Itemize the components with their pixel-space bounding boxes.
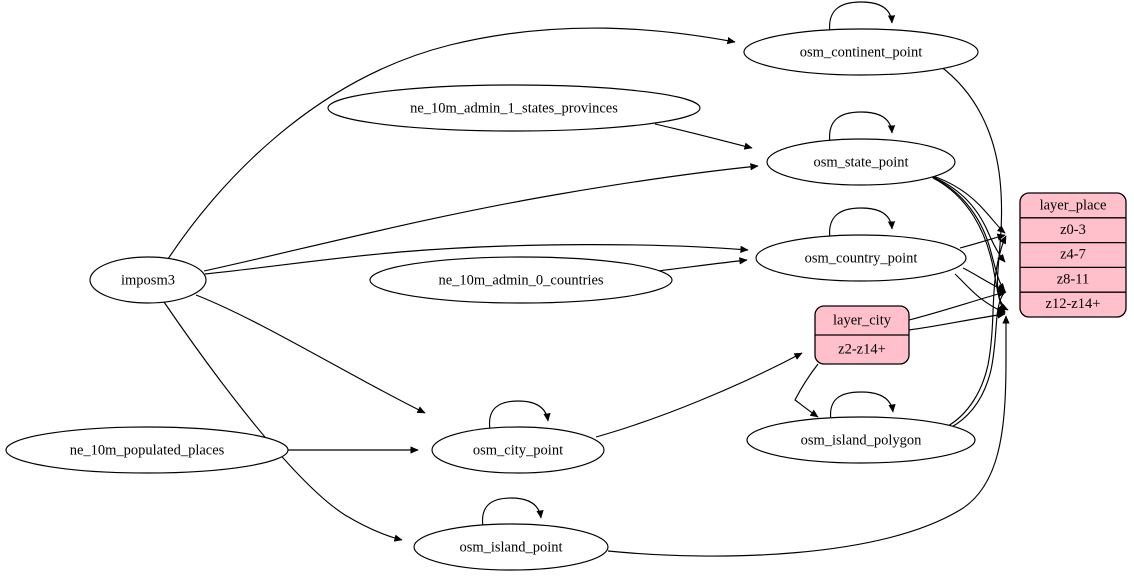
node-ne_10m_admin_1_states_provinces[interactable]: ne_10m_admin_1_states_provinces [327, 84, 701, 132]
node-label-osm_continent_point: osm_continent_point [800, 44, 922, 60]
edge-selfloop-osm_continent_point [829, 1, 896, 34]
node-imposm3[interactable]: imposm3 [89, 256, 207, 304]
edge-imposm3-to-osm_country_point [204, 244, 749, 275]
edge-selfloop-osm_island_polygon [829, 391, 896, 422]
record-layer_city-title: layer_city [833, 312, 892, 328]
edge-ne_states-to-osm_state_point [654, 123, 753, 150]
node-label-ne_10m_admin_0_countries: ne_10m_admin_0_countries [438, 272, 603, 288]
node-osm_island_point[interactable]: osm_island_point [413, 523, 609, 571]
node-label-imposm3: imposm3 [121, 272, 175, 288]
record-layer_city[interactable]: layer_city z2-z14+ [814, 305, 910, 365]
edge-osm_island_polygon-to-layer_place-z0_3 [947, 235, 1007, 427]
node-ne_10m_populated_places[interactable]: ne_10m_populated_places [5, 426, 289, 474]
node-label-osm_island_polygon: osm_island_polygon [801, 432, 923, 448]
record-layer_place-row-z12-z14[interactable]: z12-z14+ [1046, 296, 1101, 312]
edge-osm_state_point-to-layer_place-z12 [932, 177, 1006, 313]
edge-osm_island_point-to-layer_place-z12 [607, 315, 1010, 557]
node-osm_city_point[interactable]: osm_city_point [431, 426, 605, 474]
record-layer_place-row-z8-11[interactable]: z8-11 [1057, 271, 1089, 287]
edge-selfloop-osm_island_point [481, 497, 544, 528]
edge-osm_city_point-to-layer_city-z2 [595, 352, 803, 438]
edge-selfloop-osm_country_point [829, 207, 896, 240]
node-label-ne_10m_admin_1_states_provinces: ne_10m_admin_1_states_provinces [410, 100, 618, 116]
edge-layer [163, 1, 1010, 557]
edge-osm_country_point-to-layer_place-z0_3 [959, 233, 1006, 249]
edge-selfloop-osm_state_point [829, 111, 896, 144]
node-osm_state_point[interactable]: osm_state_point [766, 138, 956, 186]
edge-imposm3-to-osm_continent_point [167, 27, 736, 260]
edge-layer_city-to-layer_place-z12 [908, 311, 1006, 331]
edge-osm_state_point-to-layer_place-z0_3 [929, 174, 1006, 234]
node-layer: imposm3 ne_10m_admin_1_states_provinces … [5, 28, 979, 571]
node-osm_country_point[interactable]: osm_country_point [755, 234, 967, 282]
node-label-osm_state_point: osm_state_point [813, 154, 908, 170]
edge-osm_island_polygon-to-layer_place-z8_11 [949, 288, 1007, 429]
edge-imposm3-to-osm_state_point [203, 163, 759, 272]
record-layer_place[interactable]: layer_place z0-3 z4-7 z8-11 z12-z14+ [1019, 192, 1127, 318]
node-osm_continent_point[interactable]: osm_continent_point [743, 28, 979, 76]
record-layer: layer_place z0-3 z4-7 z8-11 z12-z14+ lay… [814, 192, 1127, 365]
node-label-osm_city_point: osm_city_point [473, 442, 563, 458]
record-layer_city-row-z2-z14[interactable]: z2-z14+ [838, 341, 886, 357]
edge-selfloop-osm_city_point [488, 400, 551, 431]
node-label-ne_10m_populated_places: ne_10m_populated_places [70, 442, 225, 458]
record-layer_place-body [1019, 192, 1127, 318]
edge-imposm3-to-osm_island_point [163, 301, 403, 542]
edge-imposm3-to-osm_city_point [195, 294, 426, 414]
edge-layer_city-to-osm_island_polygon [794, 363, 819, 418]
record-layer_place-row-z4-7[interactable]: z4-7 [1060, 247, 1086, 263]
node-label-osm_country_point: osm_country_point [805, 250, 918, 266]
node-ne_10m_admin_0_countries[interactable]: ne_10m_admin_0_countries [369, 256, 673, 304]
edge-ne_countries-to-osm_country_point [656, 257, 748, 272]
node-label-osm_island_point: osm_island_point [459, 539, 562, 555]
edge-osm_state_point-to-layer_place-z8_11 [931, 176, 1006, 292]
record-layer_place-row-z0-3[interactable]: z0-3 [1060, 222, 1086, 238]
node-osm_island_polygon[interactable]: osm_island_polygon [746, 416, 976, 464]
record-layer_place-title: layer_place [1040, 197, 1107, 213]
